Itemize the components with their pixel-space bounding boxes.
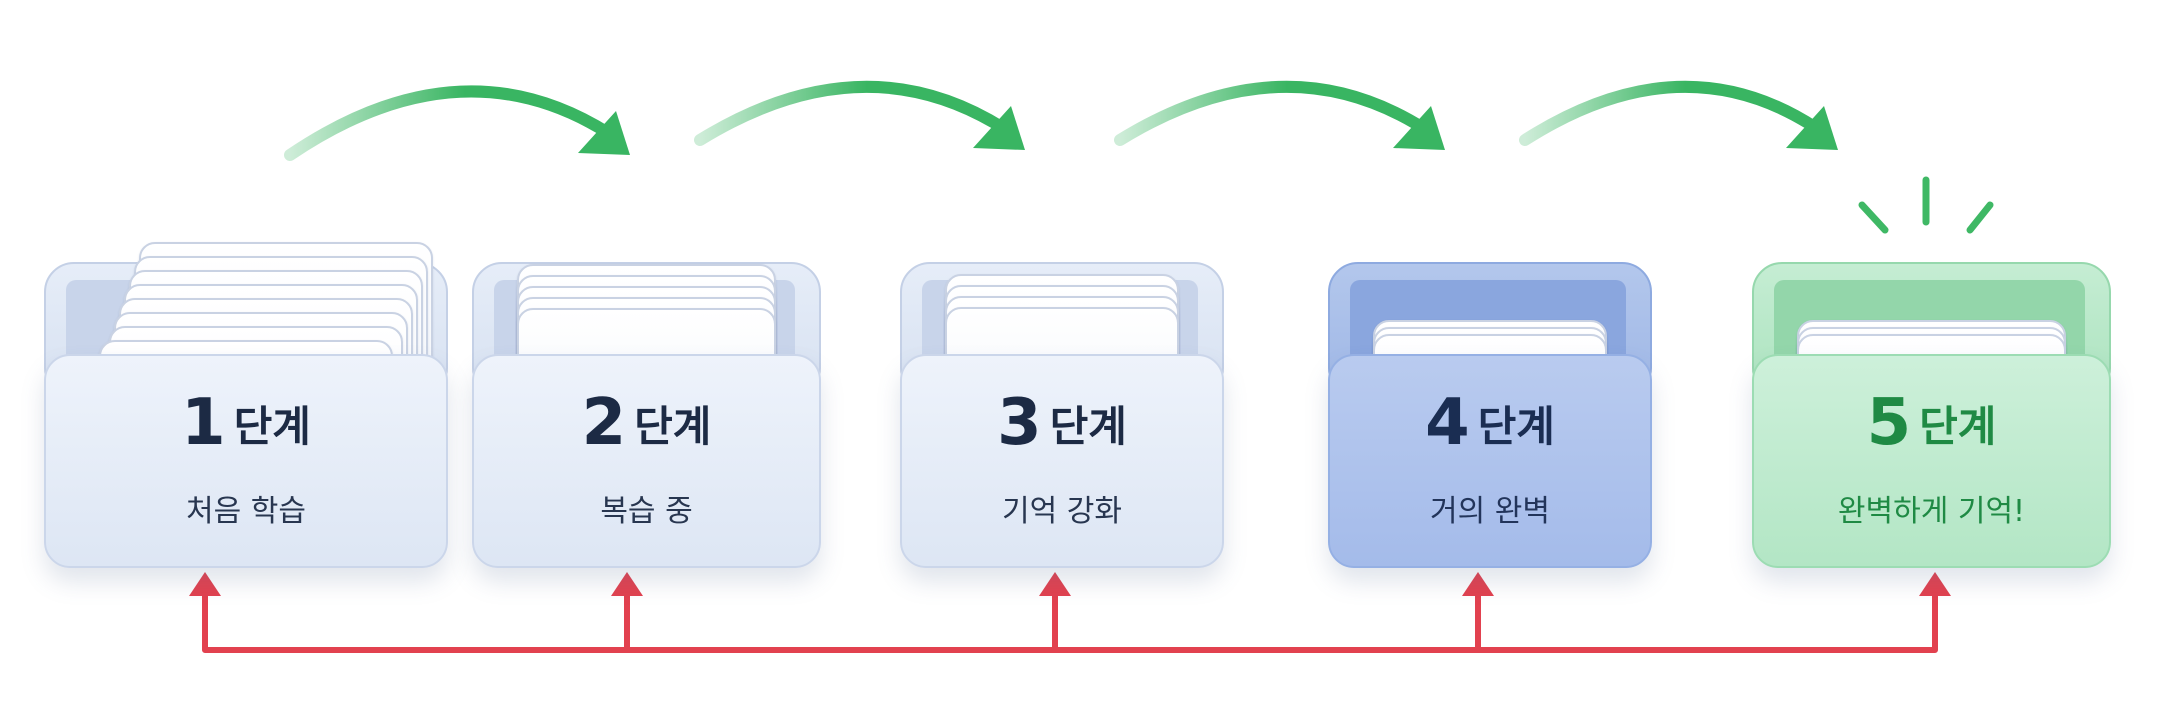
- stage-number-unit: 단계: [1919, 401, 1997, 451]
- reset-arrows: [189, 572, 1951, 653]
- up-arrow-icon: [189, 572, 221, 596]
- stage-description: 거의 완벽: [1430, 494, 1550, 529]
- stage-number-digit: 3: [997, 386, 1042, 460]
- stage-number-unit: 단계: [1477, 401, 1555, 451]
- stage-number-unit: 단계: [634, 401, 712, 451]
- stage-description: 기억 강화: [1002, 494, 1122, 529]
- stage-number-unit: 단계: [233, 401, 311, 451]
- stage-number-digit: 5: [1866, 386, 1912, 460]
- up-arrow-icon: [1919, 572, 1951, 596]
- reset-line: [202, 592, 1938, 653]
- arrowhead-icon: [1786, 106, 1838, 150]
- stage-description: 처음 학습: [186, 494, 306, 529]
- stage-description: 완벽하게 기억!: [1837, 494, 2026, 529]
- up-arrow-icon: [1039, 572, 1071, 596]
- arrowhead-icon: [578, 111, 630, 155]
- stage-description: 복습 중: [600, 494, 693, 529]
- stage-box-1: 영어 문장1단계처음 학습: [44, 242, 448, 568]
- up-arrow-icon: [1462, 572, 1494, 596]
- forward-arrow-3: [1114, 80, 1429, 146]
- stage-number-digit: 2: [581, 386, 627, 460]
- arrowhead-icon: [973, 106, 1025, 150]
- forward-arrow-2: [694, 80, 1009, 146]
- arrowhead-icon: [1393, 106, 1445, 150]
- stage-number-digit: 4: [1425, 386, 1470, 460]
- forward-arrow-1: [284, 85, 614, 161]
- forward-arrows: [284, 80, 1838, 161]
- sparkle-ray: [1858, 201, 1889, 234]
- sparkle-ray: [1966, 201, 1994, 234]
- up-arrow-icon: [611, 572, 643, 596]
- stage-number-digit: 1: [181, 386, 226, 460]
- sparkle-icon: [1858, 176, 1994, 234]
- forward-arrow-4: [1519, 80, 1822, 146]
- stage-number-unit: 단계: [1049, 401, 1127, 451]
